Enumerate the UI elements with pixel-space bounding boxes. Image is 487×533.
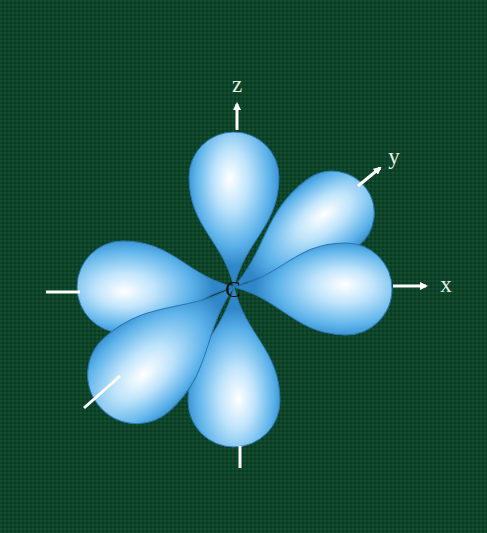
axis-label: z <box>232 73 242 96</box>
axis-label: x <box>440 273 452 296</box>
orbital-lobe <box>67 251 266 444</box>
orbital-lobe <box>189 132 279 287</box>
atom-label: C <box>225 278 240 301</box>
orbital-lobe <box>233 241 393 336</box>
axis-label: y <box>388 145 400 168</box>
